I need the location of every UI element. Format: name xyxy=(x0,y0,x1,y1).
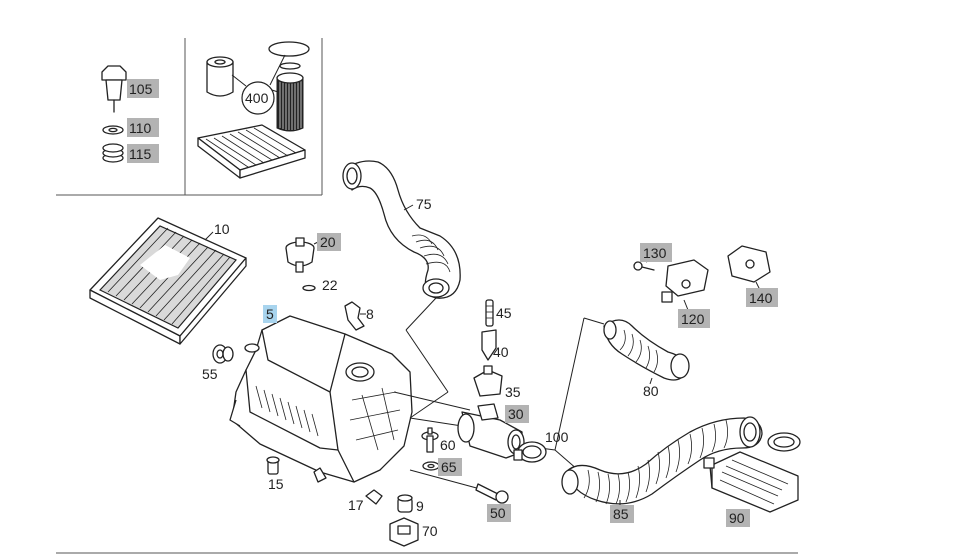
label-115: 115 xyxy=(129,146,152,162)
inset-frame xyxy=(56,38,798,554)
label-65: 65 xyxy=(441,459,457,475)
part-105-cap-icon xyxy=(101,65,127,113)
label-35: 35 xyxy=(505,384,521,400)
label-10: 10 xyxy=(214,221,230,237)
label-30: 30 xyxy=(508,406,524,422)
callout-labels: 105 110 115 400 10 20 22 5 8 75 45 40 35… xyxy=(129,81,773,539)
label-80: 80 xyxy=(643,383,659,399)
label-17: 17 xyxy=(348,497,364,513)
label-110: 110 xyxy=(129,120,152,136)
label-8: 8 xyxy=(366,306,374,322)
label-70: 70 xyxy=(422,523,438,539)
part-75-intake-hose-icon xyxy=(342,160,461,299)
label-45: 45 xyxy=(496,305,512,321)
part-50-bolt-icon xyxy=(475,483,509,504)
part-10-air-filter-icon xyxy=(89,217,247,345)
part-15-sleeve-icon xyxy=(266,456,280,475)
part-400-filter-kit-icon xyxy=(197,41,310,179)
label-120: 120 xyxy=(681,311,705,327)
part-70-bracket-icon xyxy=(389,517,419,547)
part-90-resonator-icon xyxy=(703,451,799,513)
label-9: 9 xyxy=(416,498,424,514)
label-highlights xyxy=(127,79,778,527)
part-80-hose-icon xyxy=(603,319,690,385)
part-20-sensor-icon xyxy=(285,237,319,273)
label-20: 20 xyxy=(320,234,336,250)
label-5: 5 xyxy=(266,306,274,322)
label-22: 22 xyxy=(322,277,338,293)
part-8-clip-icon xyxy=(344,301,366,331)
label-60: 60 xyxy=(440,437,456,453)
part-45-pin-icon xyxy=(485,299,494,327)
label-400: 400 xyxy=(245,90,269,106)
part-100-clamp-icon xyxy=(513,441,547,463)
part-17-clip-icon xyxy=(365,489,383,505)
part-140-sensor-icon xyxy=(727,245,771,291)
label-90: 90 xyxy=(729,510,745,526)
part-55-grommet-icon xyxy=(212,344,234,364)
label-75: 75 xyxy=(416,196,432,212)
part-60-bolt-icon xyxy=(421,427,439,453)
label-140: 140 xyxy=(749,290,773,306)
part-35-bracket-icon xyxy=(473,365,503,397)
part-85-hose-icon xyxy=(561,416,801,508)
part-110-washer-icon xyxy=(102,125,124,135)
part-115-seal-icon xyxy=(102,143,124,163)
label-40: 40 xyxy=(493,344,509,360)
label-55: 55 xyxy=(202,366,218,382)
label-105: 105 xyxy=(129,81,153,97)
part-9-mount-icon xyxy=(397,494,413,513)
label-130: 130 xyxy=(643,245,667,261)
label-15: 15 xyxy=(268,476,284,492)
label-50: 50 xyxy=(490,505,506,521)
part-65-washer-icon xyxy=(422,461,440,471)
part-120-sensor-icon xyxy=(661,259,709,311)
part-5-airbox-housing-icon xyxy=(229,315,413,483)
part-22-ring-icon xyxy=(302,284,316,292)
part-40-connector-icon xyxy=(481,329,497,361)
label-100: 100 xyxy=(545,429,569,445)
label-85: 85 xyxy=(613,506,629,522)
